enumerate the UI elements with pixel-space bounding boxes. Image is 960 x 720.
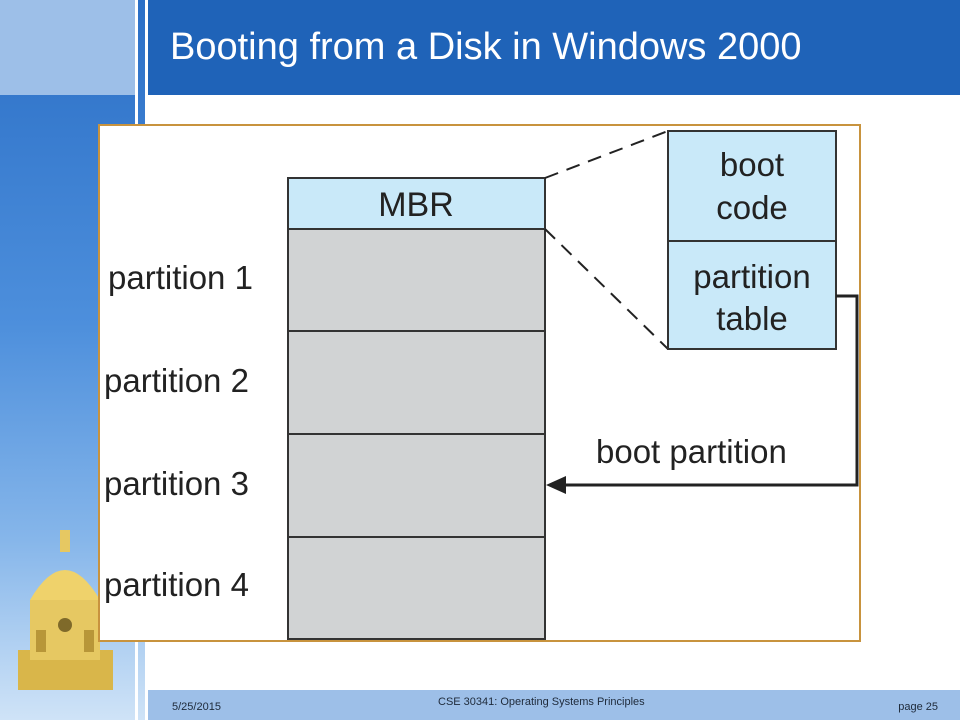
boot-pointer-line [562, 294, 859, 487]
slide-footer: 5/25/2015 CSE 30341: Operating Systems P… [148, 690, 960, 720]
partition-1-box [287, 228, 546, 332]
footer-course: CSE 30341: Operating Systems Principles [438, 696, 645, 708]
boot-code-line-1: boot [720, 146, 784, 183]
title-bar: Booting from a Disk in Windows 2000 [148, 0, 960, 95]
partition-2-box [287, 330, 546, 435]
corner-block [0, 0, 135, 95]
footer-date: 5/25/2015 [172, 701, 221, 713]
expand-line-top [544, 130, 669, 179]
boot-partition-label: boot partition [596, 433, 787, 470]
partition-3-label: partition 3 [104, 465, 249, 502]
partition-3-box [287, 433, 546, 538]
boot-code-box [667, 130, 837, 242]
partition-table-line-2: table [716, 300, 788, 337]
mbr-label: MBR [378, 186, 454, 224]
partition-table-line-1: partition [693, 258, 810, 295]
partition-4-label: partition 4 [104, 566, 249, 603]
golden-dome-logo [18, 530, 113, 690]
slide-title: Booting from a Disk in Windows 2000 [170, 26, 802, 68]
boot-pointer-arrowhead [546, 476, 566, 494]
partition-4-box [287, 536, 546, 640]
disk-diagram-svg: MBR partition 1 partition 2 partition 3 … [104, 130, 859, 640]
boot-code-line-2: code [716, 189, 788, 226]
mbr-box [287, 177, 546, 230]
partition-2-label: partition 2 [104, 362, 249, 399]
footer-page-number: page 25 [898, 701, 938, 713]
expand-line-bottom [544, 228, 669, 350]
partition-1-label: partition 1 [108, 259, 253, 296]
disk-diagram: MBR partition 1 partition 2 partition 3 … [98, 124, 861, 642]
